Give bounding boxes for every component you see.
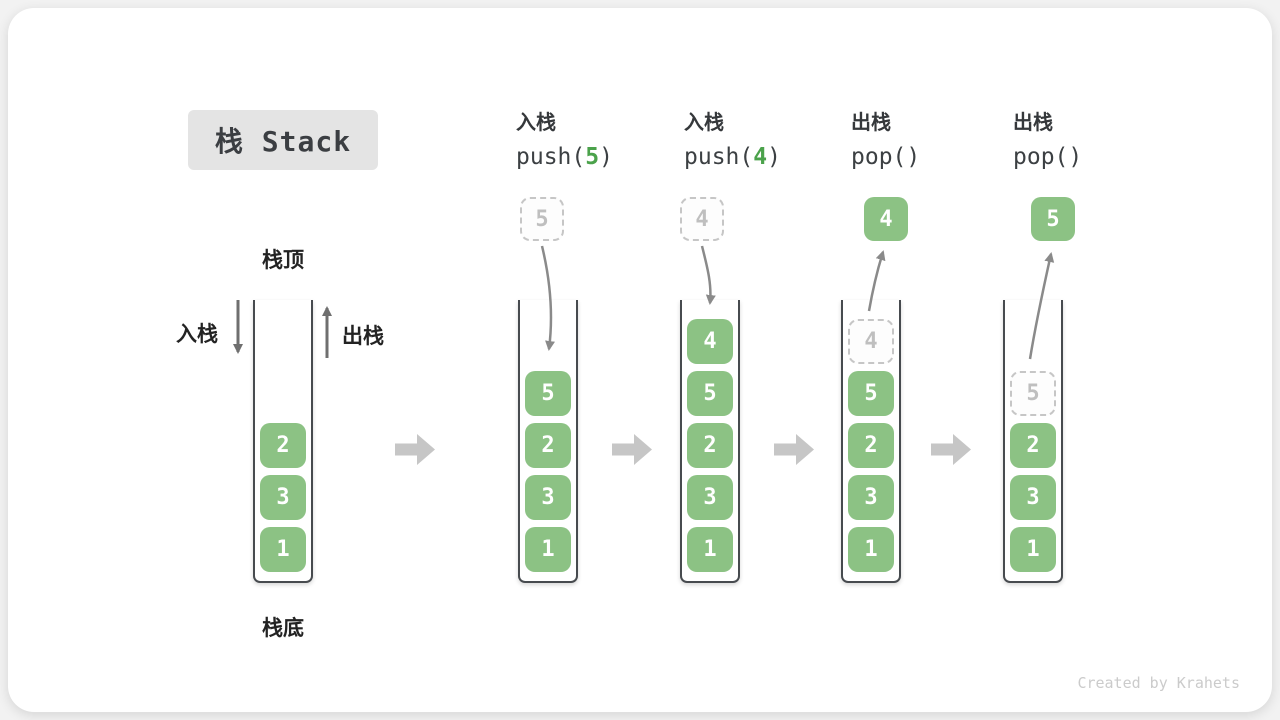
op-header-pop-2: 出栈 pop() [1013, 106, 1082, 170]
title-text: 栈 Stack [214, 125, 352, 158]
op-code-push-4: push(4) [684, 144, 781, 170]
op-header-push-5: 入栈 push(5) [516, 106, 613, 170]
stack-element: 5 [848, 371, 894, 416]
op-code-push-5: push(5) [516, 144, 613, 170]
op-code-pop-1: pop() [851, 144, 920, 170]
stack-element: 2 [260, 423, 306, 468]
popped-element-4: 4 [864, 197, 908, 241]
stack-element: 2 [687, 423, 733, 468]
stack-element: 1 [260, 527, 306, 572]
stack-element: 1 [525, 527, 571, 572]
stack-initial: 2 3 1 [253, 300, 313, 583]
op-header-push-4: 入栈 push(4) [684, 106, 781, 170]
stack-element: 1 [687, 527, 733, 572]
op-label-push: 入栈 [684, 112, 724, 134]
code-text: ) [1068, 144, 1083, 170]
code-arg: 4 [753, 144, 768, 170]
stack-after-pop-5: 5 2 3 1 [1003, 300, 1063, 583]
stack-after-push-4: 4 5 2 3 1 [680, 300, 740, 583]
code-text: ) [599, 144, 613, 170]
label-pop: 出栈 [342, 325, 384, 348]
incoming-element-5: 5 [520, 197, 564, 241]
op-label-pop: 出栈 [851, 112, 891, 134]
stack-element: 2 [1010, 423, 1056, 468]
code-text: pop( [851, 144, 907, 170]
op-header-pop-1: 出栈 pop() [851, 106, 920, 170]
op-label-pop: 出栈 [1013, 112, 1053, 134]
watermark: Created by Krahets [1077, 674, 1240, 692]
stack-element: 3 [687, 475, 733, 520]
code-arg: 5 [585, 144, 600, 170]
stack-element: 4 [687, 319, 733, 364]
code-text: push( [516, 144, 586, 170]
op-code-pop-2: pop() [1013, 144, 1082, 170]
op-label-push: 入栈 [516, 112, 556, 134]
stack-after-pop-4: 4 5 2 3 1 [841, 300, 901, 583]
stack-element: 3 [260, 475, 306, 520]
stack-element-ghost: 4 [848, 319, 894, 364]
code-text: push( [684, 144, 754, 170]
code-text: ) [767, 144, 781, 170]
popped-element-5: 5 [1031, 197, 1075, 241]
stack-element: 3 [1010, 475, 1056, 520]
stack-after-push-5: 5 2 3 1 [518, 300, 578, 583]
label-stack-top: 栈顶 [262, 249, 304, 272]
code-text: ) [906, 144, 921, 170]
stack-element: 1 [848, 527, 894, 572]
label-push: 入栈 [176, 323, 218, 346]
stack-element: 5 [525, 371, 571, 416]
title-box: 栈 Stack [188, 110, 378, 170]
stack-element: 1 [1010, 527, 1056, 572]
code-text: pop( [1013, 144, 1069, 170]
stack-element-ghost: 5 [1010, 371, 1056, 416]
label-stack-bottom: 栈底 [262, 617, 304, 640]
incoming-element-4: 4 [680, 197, 724, 241]
stack-element: 2 [848, 423, 894, 468]
stack-element: 3 [848, 475, 894, 520]
stack-element: 3 [525, 475, 571, 520]
stack-element: 2 [525, 423, 571, 468]
stack-element: 5 [687, 371, 733, 416]
